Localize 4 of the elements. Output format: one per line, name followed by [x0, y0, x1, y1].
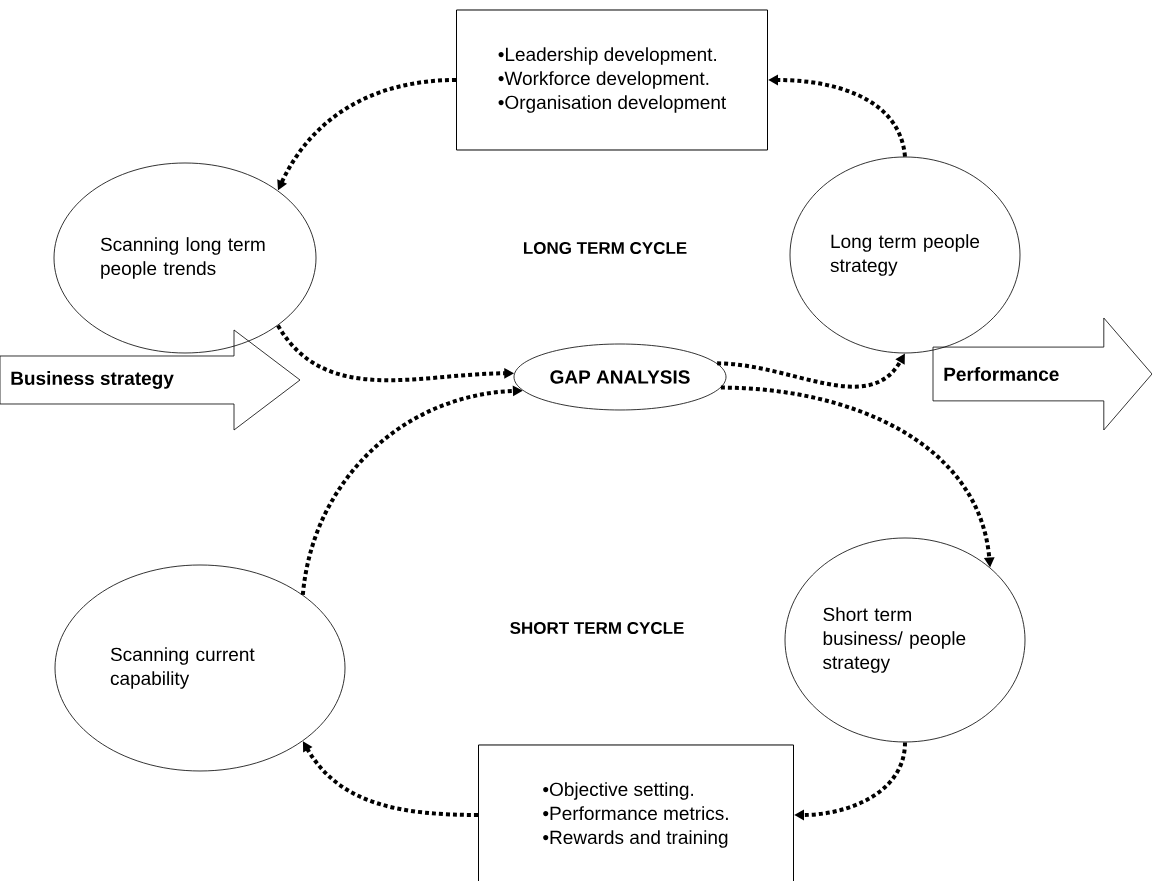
list-box: •Objective setting. •Performance metrics. •Rewards and training [478, 744, 794, 881]
list-box: •Leadership development. •Workforce development. •Organisation development [456, 9, 768, 151]
cycle-label: SHORT TERM CYCLE [510, 621, 684, 634]
cycle-label: LONG TERM CYCLE [524, 241, 687, 254]
